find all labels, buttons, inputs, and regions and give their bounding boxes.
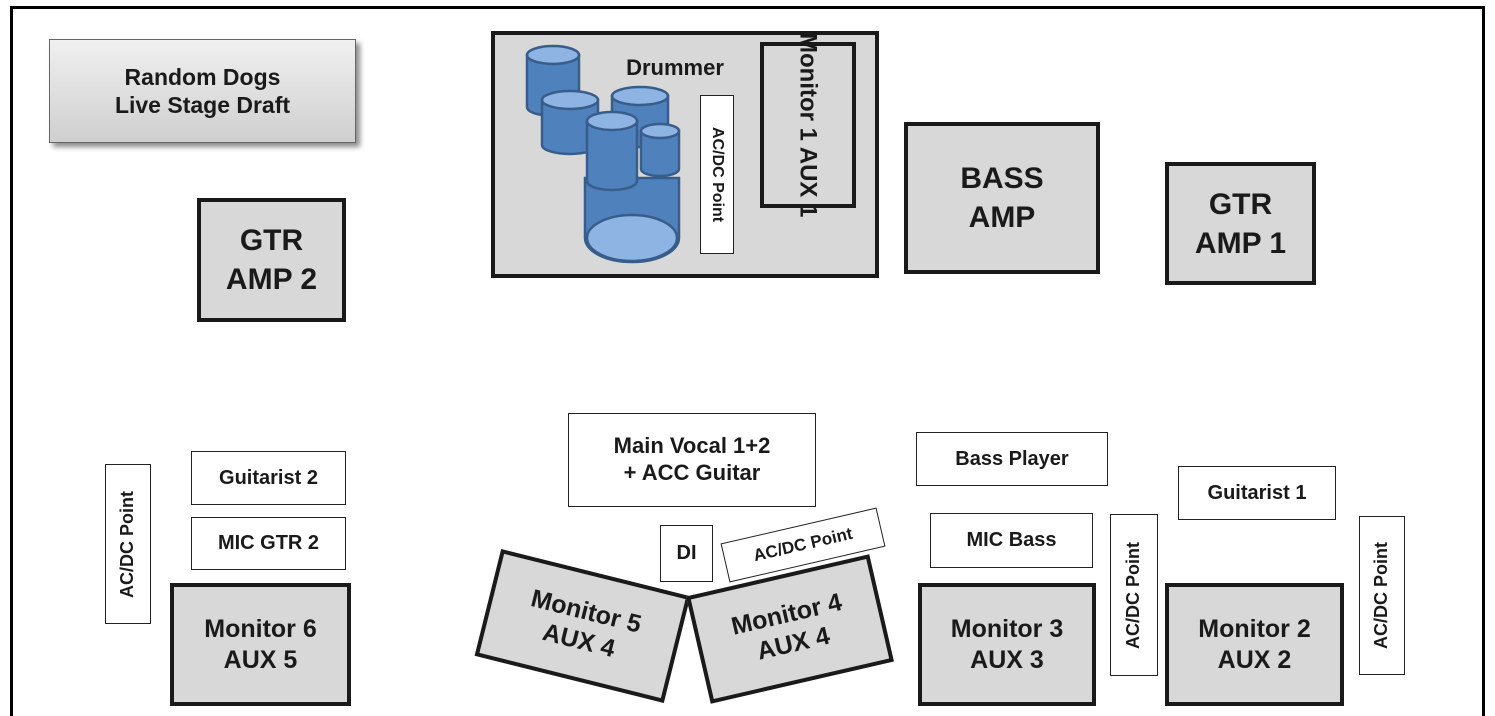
acdc-point-right-1: AC/DC Point — [1110, 514, 1158, 676]
monitor-3-text: Monitor 3 AUX 3 — [950, 615, 1064, 674]
drum-acdc-point: AC/DC Point — [700, 95, 734, 254]
title-line-2: Live Stage Draft — [114, 92, 291, 118]
acdc-point-right-2-text: AC/DC Point — [1371, 542, 1392, 649]
monitor-6-text: Monitor 6 AUX 5 — [204, 615, 317, 674]
acdc-point-left: AC/DC Point — [105, 464, 151, 624]
stage-outline — [10, 6, 1485, 716]
monitor-1: Monitor 1 AUX 1 — [760, 33, 856, 217]
monitor-4-text: Monitor 4 AUX 4 — [728, 587, 845, 666]
main-vocal-text: Main Vocal 1+2 + ACC Guitar — [613, 433, 771, 485]
bass-amp-text: BASS AMP — [960, 162, 1044, 234]
bass-player-label: Bass Player — [916, 432, 1108, 486]
guitarist-1-label: Guitarist 1 — [1178, 466, 1336, 520]
monitor-5-text: Monitor 5 AUX 4 — [528, 583, 645, 664]
monitor-2-text: Monitor 2 AUX 2 — [1198, 615, 1311, 674]
guitarist-1-text: Guitarist 1 — [1207, 481, 1307, 504]
mic-bass-text: MIC Bass — [966, 529, 1057, 552]
di-text: DI — [676, 542, 697, 565]
drum-tom-2 — [540, 89, 600, 156]
title-box: Random Dogs Live Stage Draft — [49, 39, 356, 143]
acdc-point-left-text: AC/DC Point — [117, 490, 138, 598]
monitor-2: Monitor 2 AUX 2 — [1165, 583, 1344, 706]
drummer-label: Drummer — [600, 52, 750, 84]
title-line-1: Random Dogs — [124, 63, 281, 90]
main-vocal-label: Main Vocal 1+2 + ACC Guitar — [568, 413, 816, 507]
monitor-3: Monitor 3 AUX 3 — [918, 583, 1096, 706]
bass-amp: BASS AMP — [904, 122, 1100, 274]
drum-shapes — [525, 44, 681, 264]
drum-tom-4 — [585, 110, 639, 192]
monitor-6: Monitor 6 AUX 5 — [170, 583, 351, 706]
drum-kick — [583, 176, 681, 264]
mic-gtr-2-label: MIC GTR 2 — [191, 517, 346, 570]
drummer-text: Drummer — [626, 54, 724, 80]
monitor-1-text: Monitor 1 AUX 1 — [794, 32, 822, 218]
gtr-amp-2-text: GTR AMP 2 — [225, 224, 318, 296]
acdc-point-right-2: AC/DC Point — [1359, 516, 1405, 675]
di-label: DI — [660, 525, 713, 582]
drum-acdc-point-text: AC/DC Point — [708, 126, 726, 223]
gtr-amp-1-text: GTR AMP 1 — [1194, 187, 1287, 260]
gtr-amp-1: GTR AMP 1 — [1165, 162, 1316, 285]
gtr-amp-2: GTR AMP 2 — [197, 198, 346, 322]
guitarist-2-label: Guitarist 2 — [191, 451, 346, 505]
bass-player-text: Bass Player — [955, 447, 1069, 470]
guitarist-2-text: Guitarist 2 — [219, 466, 318, 489]
mic-gtr-2-text: MIC GTR 2 — [217, 532, 320, 555]
drum-tom-5 — [639, 122, 681, 178]
mic-bass-label: MIC Bass — [930, 513, 1093, 568]
acdc-point-right-1-text: AC/DC Point — [1123, 541, 1144, 649]
